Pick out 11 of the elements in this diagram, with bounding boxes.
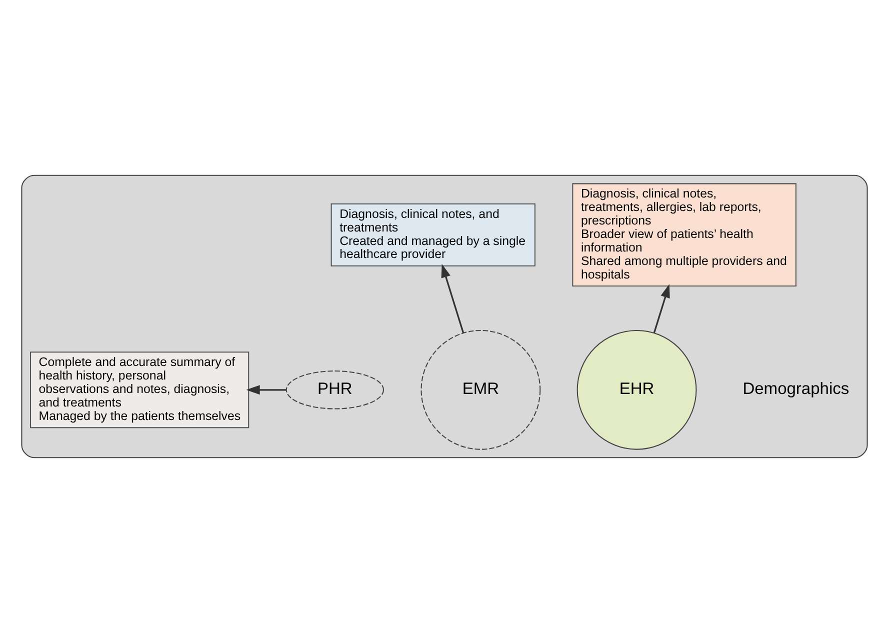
- cluster: [21, 174, 868, 458]
- arrow: [246, 385, 286, 395]
- node-circle: EHR: [576, 330, 697, 450]
- arrow: [441, 264, 464, 333]
- label: Demographics: [742, 378, 850, 398]
- arrow: [653, 284, 670, 333]
- node-ellipse: PHR: [286, 370, 384, 410]
- node-box: Complete and accurate summary of health history, personal observations and notes, diagnosis, and treatments Managed by the patients themselves: [30, 352, 250, 428]
- node-circle: EMR: [420, 330, 541, 450]
- node-box: Diagnosis, clinical notes, treatments, allergies, lab reports, prescriptions Broader view of patients’ health information Shared among multiple providers and hospitals: [572, 183, 796, 287]
- node-box: Diagnosis, clinical notes, and treatments Created and managed by a single healthcare provider: [330, 203, 536, 266]
